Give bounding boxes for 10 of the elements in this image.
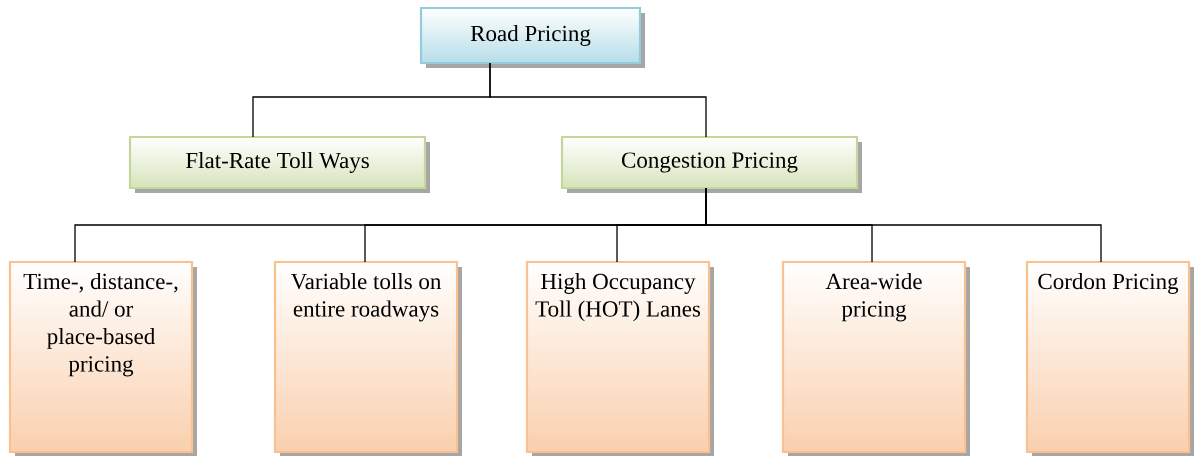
connector-line xyxy=(705,187,1102,263)
method-box: Cordon Pricing xyxy=(1025,260,1194,456)
connector-line xyxy=(489,62,707,138)
method-box: Time-, distance-, and/ or place-based pricing xyxy=(8,260,197,456)
method-box: Area-wide pricing xyxy=(781,260,970,456)
root-box: Road Pricing xyxy=(419,6,645,68)
category-box: Flat-Rate Toll Ways xyxy=(128,135,430,193)
method-box: Variable tolls on entire roadways xyxy=(273,260,462,456)
method-box: High Occupancy Toll (HOT) Lanes xyxy=(525,260,714,456)
category-box: Congestion Pricing xyxy=(560,135,862,193)
